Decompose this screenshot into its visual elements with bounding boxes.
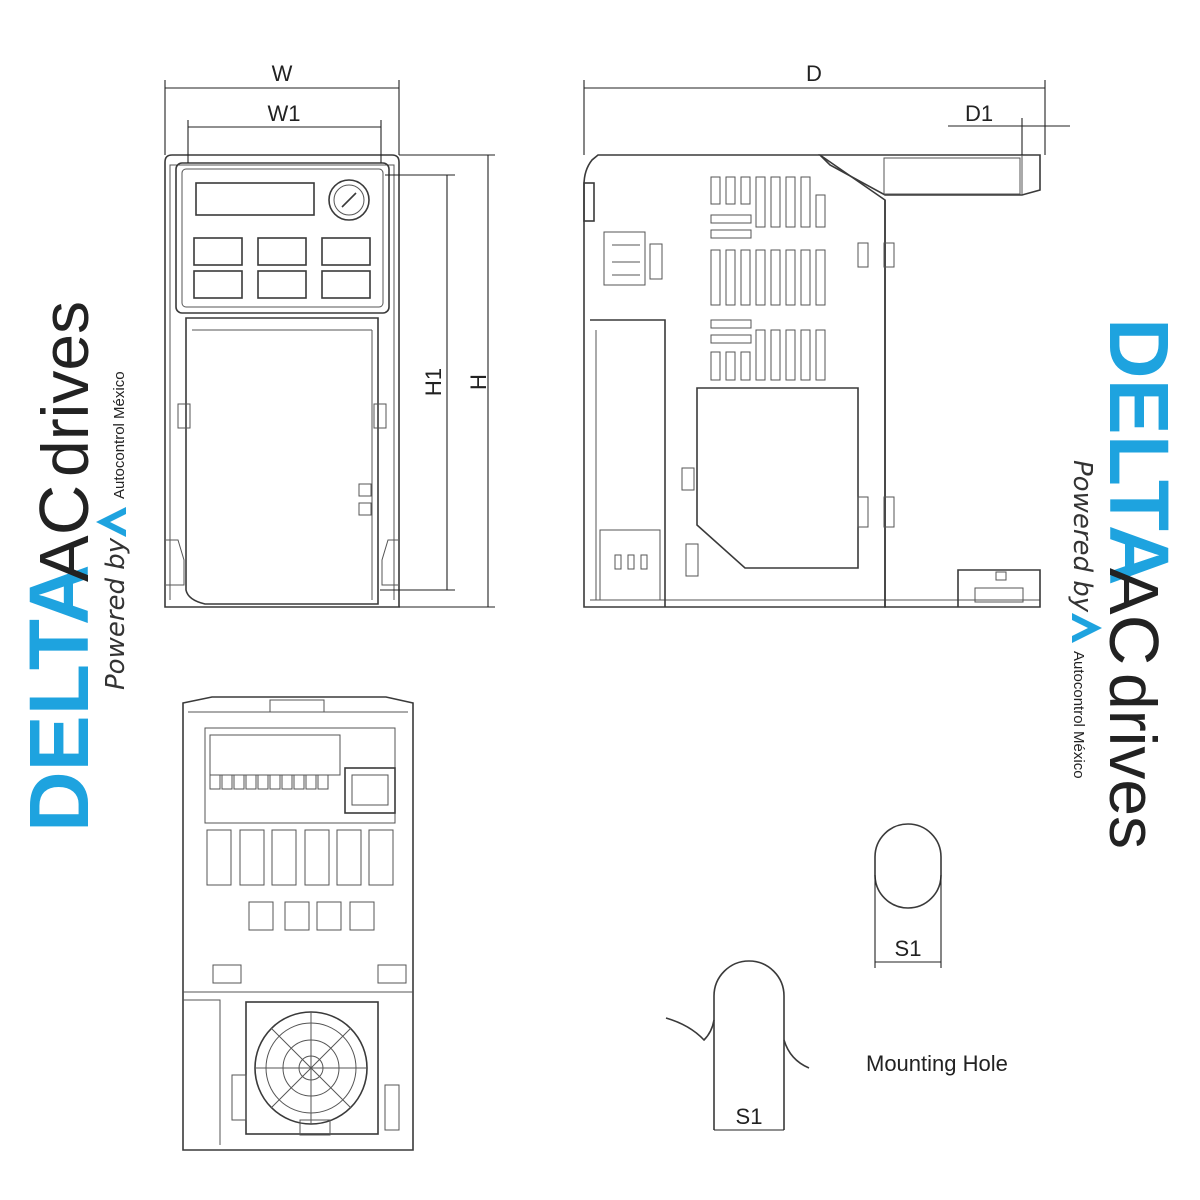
brand-delta-text: DELTA xyxy=(1092,318,1186,586)
mounting-hole-caption: Mounting Hole xyxy=(866,1051,1008,1076)
dimension-h1-label: H1 xyxy=(421,368,446,396)
brand-logo-right: DELTA AC drives Powered by Autocontrol M… xyxy=(1067,318,1186,849)
brand-drives-text: drives xyxy=(28,301,102,477)
autocontrol-logo-icon xyxy=(1072,613,1102,643)
brand-drives-text: drives xyxy=(1096,673,1170,849)
bottom-view xyxy=(182,696,414,1151)
dimension-s1-label-round: S1 xyxy=(895,936,922,961)
brand-powered-by: Powered by xyxy=(1067,460,1097,613)
brand-company-text: Autocontrol México xyxy=(1070,651,1087,779)
dimension-d1-label: D1 xyxy=(965,101,993,126)
dimension-w-label: W xyxy=(272,61,293,86)
side-dimension-lines xyxy=(583,80,1070,155)
autocontrol-logo-icon xyxy=(96,507,126,537)
brand-logo-left: DELTA AC drives Powered by Autocontrol M… xyxy=(12,301,131,832)
brand-delta-text: DELTA xyxy=(12,564,106,832)
dimension-h-label: H xyxy=(466,374,491,390)
brand-ac-text: AC xyxy=(1095,568,1173,665)
front-view xyxy=(164,154,400,608)
brand-powered-by: Powered by xyxy=(101,537,131,690)
brand-ac-text: AC xyxy=(25,485,103,582)
side-view xyxy=(583,154,1041,608)
mounting-hole-round xyxy=(874,823,942,968)
front-dimension-lines xyxy=(164,80,495,608)
dimension-d-label: D xyxy=(806,61,822,86)
dimension-s1-label-slot: S1 xyxy=(736,1104,763,1129)
brand-company-text: Autocontrol México xyxy=(111,371,128,499)
dimension-w1-label: W1 xyxy=(268,101,301,126)
mounting-hole-slot xyxy=(665,960,810,1131)
